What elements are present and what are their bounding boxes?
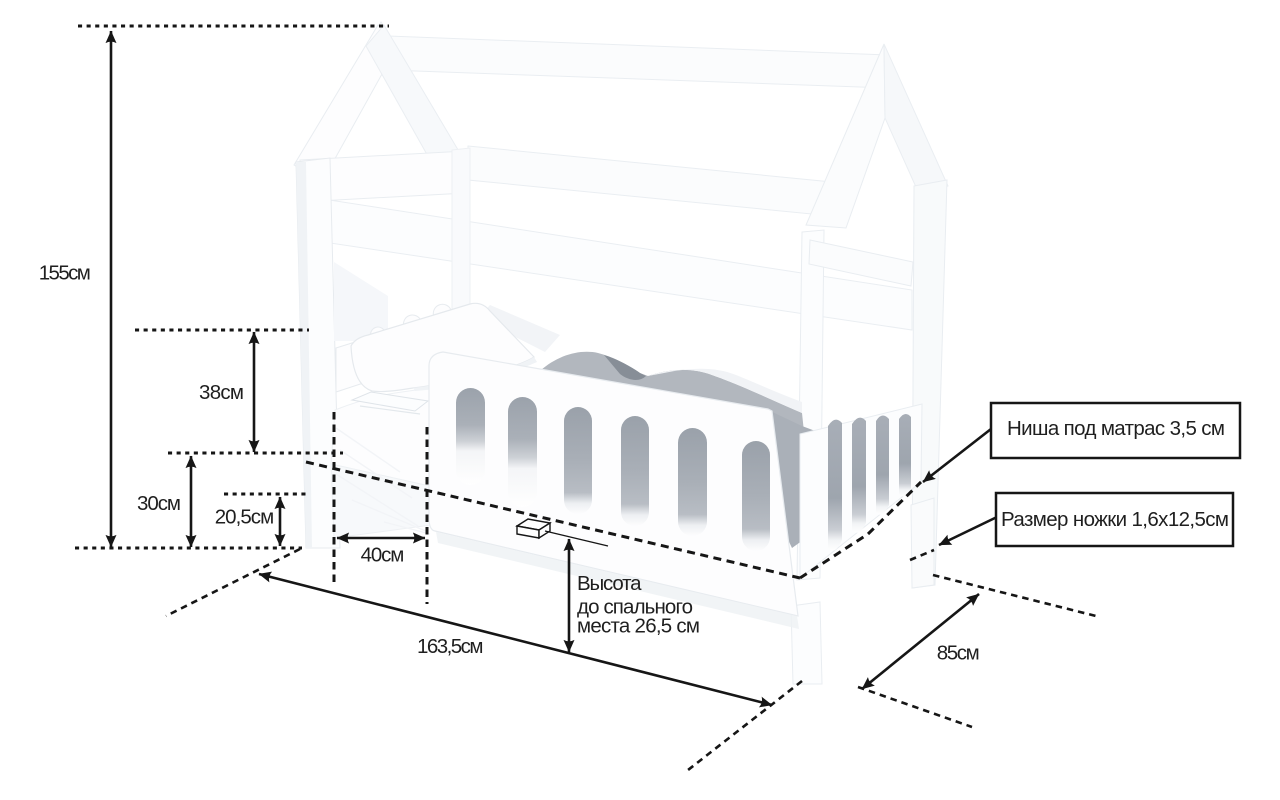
svg-text:30см: 30см [137,492,181,515]
svg-text:до спального: до спального [577,596,693,619]
svg-text:155см: 155см [39,262,91,285]
svg-text:20,5см: 20,5см [215,506,275,529]
svg-text:38см: 38см [199,381,244,404]
svg-text:места 26,5 см: места 26,5 см [577,615,700,638]
svg-text:163,5см: 163,5см [417,635,484,658]
svg-text:Ниша под матрас 3,5 см: Ниша под матрас 3,5 см [1007,417,1225,440]
svg-text:Высота: Высота [577,572,642,595]
svg-text:85см: 85см [937,642,980,665]
svg-text:Размер ножки 1,6x12,5см: Размер ножки 1,6x12,5см [1001,508,1229,531]
svg-text:40см: 40см [361,544,405,567]
